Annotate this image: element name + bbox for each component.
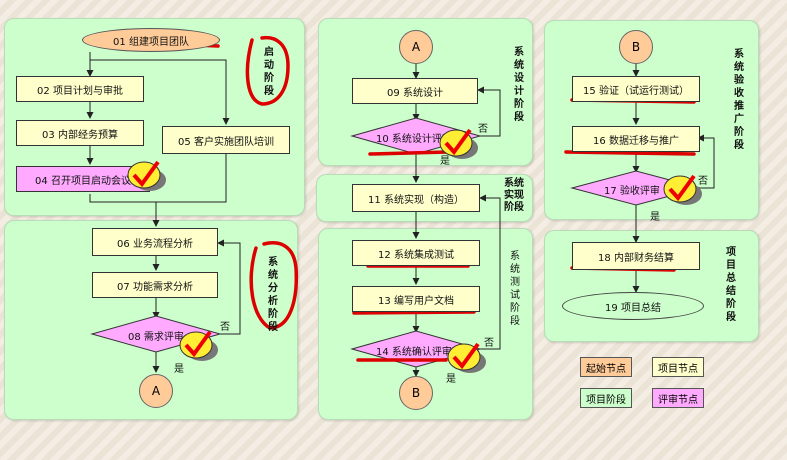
node-06: 06 业务流程分析 xyxy=(92,228,218,256)
no-label-08: 否 xyxy=(220,322,230,333)
node-17-label: 17 验收评审 xyxy=(604,186,660,197)
connector-a-bottom: A xyxy=(139,374,173,408)
node-07: 07 功能需求分析 xyxy=(92,272,218,298)
phase-label-start: 启动阶段 xyxy=(264,47,274,97)
no-label-10: 否 xyxy=(478,124,488,135)
node-15-label: 15 验证（试运行测试） xyxy=(583,85,689,97)
connector-a-top: A xyxy=(399,30,433,64)
phase-label-analysis: 系统分析阶段 xyxy=(268,257,278,333)
node-12-label: 12 系统集成测试 xyxy=(378,249,454,261)
yes-label-10: 是 xyxy=(440,156,450,167)
node-13-label: 13 编写用户文档 xyxy=(378,295,454,307)
node-13: 13 编写用户文档 xyxy=(352,286,480,312)
legend-project-node-label: 项目节点 xyxy=(658,363,698,375)
node-16-label: 16 数据迁移与推广 xyxy=(593,135,679,147)
connector-a-top-label: A xyxy=(411,40,421,54)
node-03-label: 03 内部经务预算 xyxy=(42,129,118,141)
yes-label-08: 是 xyxy=(174,364,184,375)
legend-review-node: 评审节点 xyxy=(652,388,704,408)
yes-label-17: 是 xyxy=(650,212,660,223)
check-icon-17 xyxy=(663,174,702,205)
connector-b-bottom-label: B xyxy=(411,386,421,400)
legend-project-phase: 项目阶段 xyxy=(580,388,632,408)
node-18: 18 内部财务结算 xyxy=(572,242,700,270)
node-01-label: 01 组建项目团队 xyxy=(113,36,189,48)
check-icon-08 xyxy=(179,330,218,361)
connector-a-bottom-label: A xyxy=(151,384,161,398)
node-05-label: 05 客户实施团队培训 xyxy=(178,136,274,148)
node-18-label: 18 内部财务结算 xyxy=(598,252,674,264)
legend-project-node: 项目节点 xyxy=(652,357,704,377)
yes-label-14: 是 xyxy=(446,374,456,385)
legend-start-node: 起始节点 xyxy=(580,357,632,377)
node-11-label: 11 系统实现（构造） xyxy=(368,194,464,206)
legend-start-node-label: 起始节点 xyxy=(586,363,626,375)
connector-b-bottom: B xyxy=(399,376,433,410)
node-01-ellipse: 01 组建项目团队 xyxy=(82,28,220,52)
node-16: 16 数据迁移与推广 xyxy=(572,126,700,152)
legend-project-phase-label: 项目阶段 xyxy=(586,394,626,406)
node-02-label: 02 项目计划与审批 xyxy=(37,85,123,97)
no-label-17: 否 xyxy=(698,176,708,187)
node-04-label: 04 召开项目启动会议 xyxy=(35,175,131,187)
node-19-ellipse: 19 项目总结 xyxy=(562,292,704,320)
node-11: 11 系统实现（构造） xyxy=(352,184,480,212)
phase-label-test: 系统测试阶段 xyxy=(510,251,520,327)
node-05: 05 客户实施团队培训 xyxy=(162,126,290,154)
node-14-label: 14 系统确认评审 xyxy=(376,347,452,358)
node-19-label: 19 项目总结 xyxy=(605,302,661,314)
check-icon-14 xyxy=(447,342,486,373)
node-06-label: 06 业务流程分析 xyxy=(117,238,193,250)
node-12: 12 系统集成测试 xyxy=(352,240,480,266)
phase-label-design: 系统设计阶段 xyxy=(514,47,524,123)
connector-b-top: B xyxy=(619,30,653,64)
connector-b-top-label: B xyxy=(631,40,641,54)
node-15: 15 验证（试运行测试） xyxy=(572,76,700,102)
no-label-14: 否 xyxy=(484,338,494,349)
node-02: 02 项目计划与审批 xyxy=(16,76,144,102)
legend-review-node-label: 评审节点 xyxy=(658,394,698,406)
phase-label-summary: 项目总结阶段 xyxy=(726,247,736,323)
check-icon-10 xyxy=(439,128,478,159)
node-09-label: 09 系统设计 xyxy=(387,87,443,99)
node-10-label: 10 系统设计评审 xyxy=(376,134,452,145)
phase-label-acceptance: 系统验收推广阶段 xyxy=(734,49,744,151)
check-icon-04 xyxy=(127,160,166,191)
node-07-label: 07 功能需求分析 xyxy=(117,281,193,293)
node-08-label: 08 需求评审 xyxy=(128,332,184,343)
node-09: 09 系统设计 xyxy=(352,78,478,104)
phase-label-implement-text: 系统实现阶段 xyxy=(504,178,524,213)
phase-label-implement: 系统实现阶段 xyxy=(500,178,528,214)
node-03: 03 内部经务预算 xyxy=(16,120,144,146)
